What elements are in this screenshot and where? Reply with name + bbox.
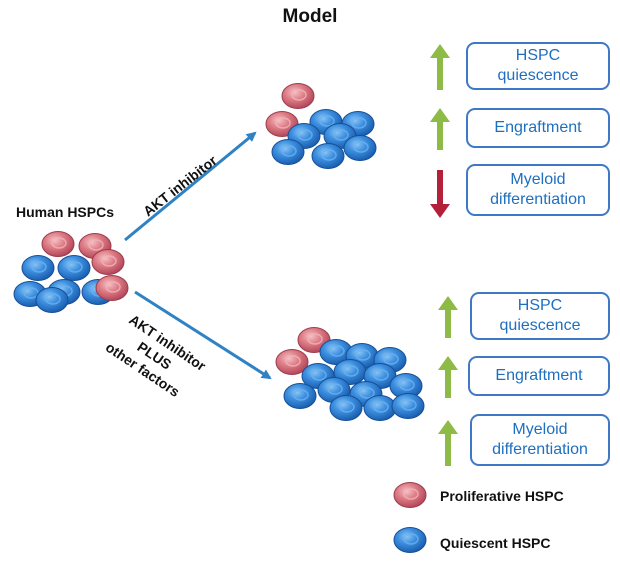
upper-outcome-engraftment-label: Engraftment (494, 119, 582, 136)
proliferative-hspc-cell-source-8 (95, 275, 129, 301)
legend-cells (393, 482, 427, 553)
human-hspc-cluster (13, 231, 129, 313)
upper-outcome-down-arrow-icon (430, 170, 450, 218)
lower-outcome-up-arrow-icon (438, 420, 458, 466)
quiescent-hspc-cell-lower-8 (283, 383, 317, 409)
lower-outcome-engraftment: Engraftment (468, 356, 610, 396)
upper-outcome-engraftment: Engraftment (466, 108, 610, 148)
quiescent-hspc-cell-upper-8 (343, 135, 377, 161)
upper-flow-arrow (124, 131, 257, 242)
quiescent-hspc-cell-upper-7 (311, 143, 345, 169)
source-label: Human HSPCs (16, 204, 114, 220)
upper-outcome-hspc-quiescence-label: HSPC quiescence (497, 47, 579, 84)
akt-plus-factors-result-cluster (275, 327, 425, 421)
quiescent-hspc-cell-source-9 (35, 287, 69, 313)
quiescent-hspc-cell-lower-14 (391, 393, 425, 419)
lower-outcome-engraftment-label: Engraftment (495, 367, 583, 384)
outcome-direction-arrows (430, 44, 458, 466)
upper-outcome-up-arrow-icon (430, 44, 450, 90)
quiescent-hspc-cell-lower-12 (329, 395, 363, 421)
proliferative-hspc-cell-legend (393, 482, 427, 508)
proliferative-hspc-cell-lower-1 (275, 349, 309, 375)
lower-outcome-up-arrow-icon (438, 296, 458, 338)
quiescent-hspc-cell-lower-2 (319, 339, 353, 365)
lower-outcome-myeloid-differentiation-label: Myeloid differentiation (492, 421, 588, 458)
proliferative-hspc-cell-upper-0 (281, 83, 315, 109)
lower-outcome-hspc-quiescence-label: HSPC quiescence (499, 297, 581, 334)
lower-outcome-myeloid-differentiation: Myeloid differentiation (470, 414, 610, 466)
upper-outcome-up-arrow-icon (430, 108, 450, 150)
quiescent-hspc-cell-legend (393, 527, 427, 553)
upper-arrow-label: AKT inhibitor (140, 152, 220, 220)
quiescent-hspc-cell-upper-6 (271, 139, 305, 165)
quiescent-hspc-cell-lower-6 (333, 359, 367, 385)
quiescent-hspc-cell-lower-11 (389, 373, 423, 399)
lower-arrow-label: AKT inhibitor PLUS other factors (103, 311, 209, 400)
akt-inhibitor-result-cluster (265, 83, 377, 169)
quiescent-hspc-cell-lower-13 (363, 395, 397, 421)
legend-proliferative-label: Proliferative HSPC (440, 488, 564, 504)
proliferative-hspc-cell-source-4 (91, 249, 125, 275)
upper-outcome-myeloid-differentiation-label: Myeloid differentiation (490, 171, 586, 208)
lower-flow-arrow (134, 290, 272, 380)
quiescent-hspc-cell-source-3 (57, 255, 91, 281)
proliferative-hspc-cell-source-0 (41, 231, 75, 257)
lower-outcome-hspc-quiescence: HSPC quiescence (470, 292, 610, 340)
lower-outcome-up-arrow-icon (438, 356, 458, 398)
diagram-title: Model (283, 6, 338, 27)
quiescent-hspc-cell-source-2 (21, 255, 55, 281)
upper-outcome-myeloid-differentiation: Myeloid differentiation (466, 164, 610, 216)
legend-quiescent-label: Quiescent HSPC (440, 535, 550, 551)
upper-outcome-hspc-quiescence: HSPC quiescence (466, 42, 610, 90)
